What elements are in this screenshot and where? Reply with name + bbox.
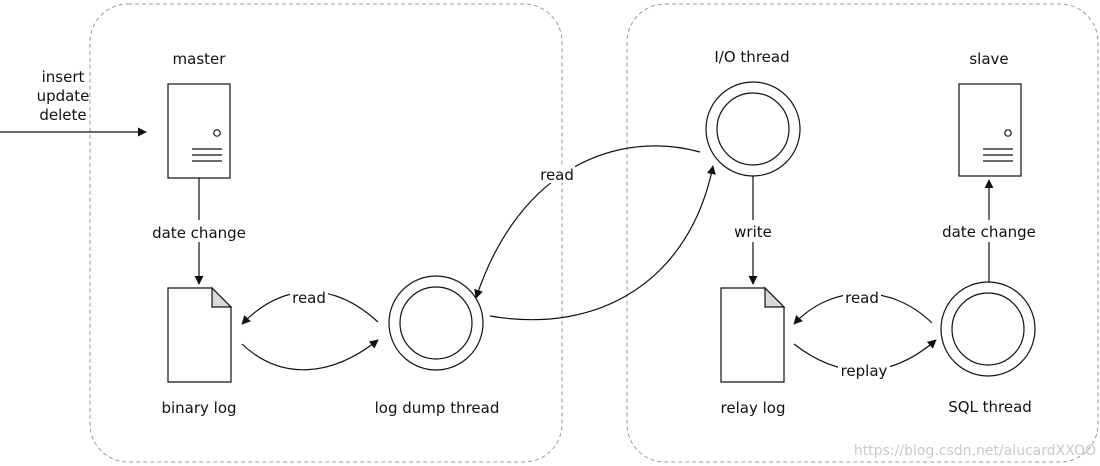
sql-read-label: read <box>845 289 879 307</box>
io-thread-icon <box>705 81 801 177</box>
master-panel <box>89 3 563 463</box>
sql-thread-label: SQL thread <box>948 398 1032 416</box>
slave-change-label: date change <box>942 223 1036 241</box>
input-ops: insert update delete <box>0 68 147 137</box>
watermark: https://blog.csdn.net/alucardXXOO <box>854 443 1096 459</box>
log-dump-thread-label: log dump thread <box>375 399 500 417</box>
network-read-label: read <box>540 166 574 184</box>
binary-log-icon <box>167 286 233 383</box>
replay-label: replay <box>841 362 888 380</box>
dump-read-label: read <box>292 289 326 307</box>
dump-to-io-arrow <box>489 165 716 321</box>
slave-label: slave <box>969 50 1008 68</box>
binary-log-label: binary log <box>161 399 236 417</box>
log-dump-thread-icon <box>388 275 484 371</box>
relay-log-label: relay log <box>721 399 786 417</box>
network-read-arrow <box>474 145 701 299</box>
io-write-label: write <box>734 223 772 241</box>
binlog-to-dump-arrow <box>241 339 379 371</box>
master-server-icon <box>167 83 231 179</box>
relay-log-icon <box>720 286 786 383</box>
sql-thread-icon <box>940 281 1036 377</box>
insert-label: insert <box>42 68 85 86</box>
io-thread-label: I/O thread <box>714 48 789 66</box>
master-label: master <box>173 50 227 68</box>
slave-server-icon <box>958 83 1022 177</box>
update-label: update <box>37 87 90 105</box>
slave-panel <box>626 3 1099 463</box>
master-change-label: date change <box>152 224 246 242</box>
delete-label: delete <box>39 106 86 124</box>
